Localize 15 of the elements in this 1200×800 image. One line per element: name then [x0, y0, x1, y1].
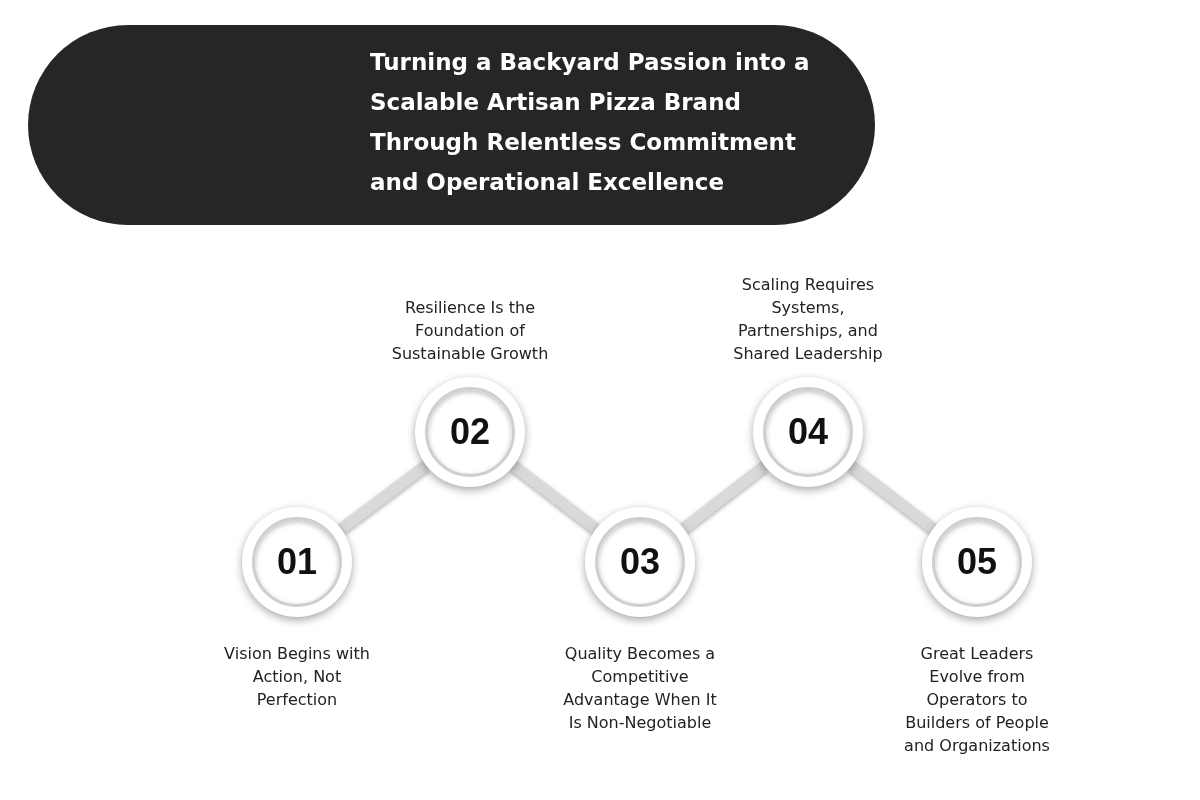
connector-line [848, 461, 937, 533]
connector-line [337, 460, 430, 534]
step-caption: Quality Becomes a Competitive Advantage When It Is Non-Negotiable [562, 643, 718, 734]
step-caption: Vision Begins with Action, Not Perfection [223, 643, 371, 711]
step-number: 03 [618, 541, 661, 583]
step-caption: Great Leaders Evolve from Operators to Builders of People and Organizations [903, 643, 1051, 757]
connector-line [510, 461, 600, 533]
step-number: 05 [955, 541, 998, 583]
connector-line [680, 461, 768, 533]
step-caption: Scaling Requires Systems, Partnerships, and Shared Leadership [732, 274, 884, 365]
step-number: 01 [275, 541, 318, 583]
step-caption: Resilience Is the Foundation of Sustainable Growth [390, 297, 550, 365]
title: Turning a Backyard Passion into a Scalable Artisan Pizza Brand Through Relentless Commitment and Operational Excellence [370, 48, 811, 197]
step-number: 04 [786, 411, 829, 453]
step-number: 02 [448, 411, 491, 453]
